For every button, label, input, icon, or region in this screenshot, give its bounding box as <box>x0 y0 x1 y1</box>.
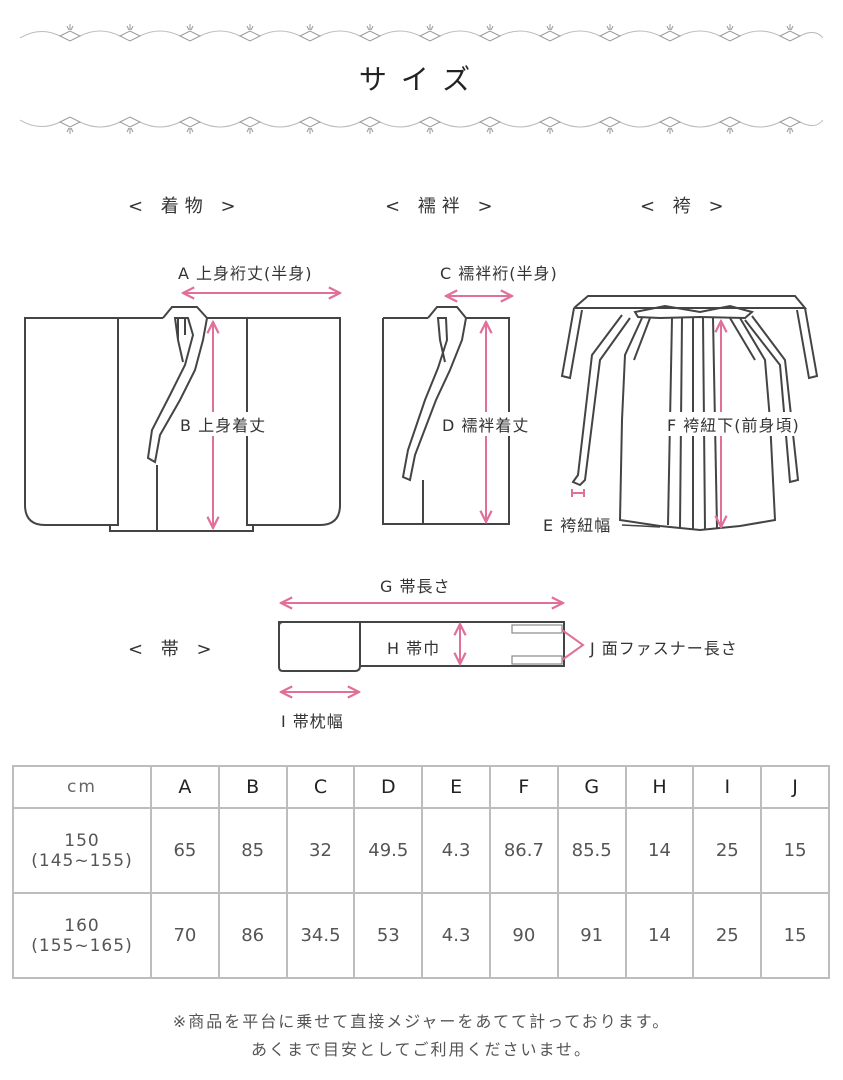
section-label-kimono: < 着物 > <box>128 196 242 217</box>
table-cell: 53 <box>353 892 424 979</box>
table-cell: 85.5 <box>556 807 627 894</box>
table-cell: 86 <box>217 892 288 979</box>
obi-diagram <box>278 621 565 672</box>
table-cell: 70 <box>150 892 220 979</box>
table-cell: 90 <box>488 892 559 979</box>
garment-diagrams <box>24 0 819 760</box>
table-row: 150 (145~155) 65 85 32 49.5 4.3 86.7 85.… <box>12 807 830 894</box>
table-cell: 86.7 <box>488 807 559 894</box>
section-label-juban: < 襦袢 > <box>385 196 499 217</box>
dimension-label-d: D 襦袢着丈 <box>440 412 532 436</box>
dimension-label-h: H 帯巾 <box>387 639 441 658</box>
section-label-hakama: < 袴 > <box>640 196 730 217</box>
dimension-label-c: C 襦袢裄(半身) <box>440 264 558 283</box>
table-cell: 4.3 <box>421 807 491 894</box>
size-table: cm A B C D E F G H I J 150 (145~155) 65 … <box>12 765 830 979</box>
table-header-row: cm A B C D E F G H I J <box>12 765 830 809</box>
table-col-header: C <box>285 765 356 809</box>
table-col-header: D <box>353 765 424 809</box>
juban-diagram <box>382 306 510 525</box>
ornament-divider-top <box>20 24 823 42</box>
table-row-size: 150 (145~155) <box>12 807 152 894</box>
dimension-label-a: A 上身裄丈(半身) <box>178 264 313 283</box>
table-col-header: H <box>624 765 695 809</box>
dimension-label-f: F 袴紐下(前身頃) <box>665 412 802 436</box>
measurement-note-line1: ※商品を平台に乗せて直接メジャーをあてて計っております。 <box>172 1012 671 1031</box>
dimension-label-i: I 帯枕幅 <box>281 712 344 731</box>
dimension-label-g: G 帯長さ <box>380 577 451 596</box>
table-cell: 65 <box>150 807 220 894</box>
size-value: 160 <box>64 915 100 936</box>
table-cell: 15 <box>760 892 830 979</box>
ornament-divider-bottom <box>20 116 823 134</box>
size-value: 150 <box>64 830 100 851</box>
kimono-diagram <box>24 306 341 532</box>
table-cell: 49.5 <box>353 807 424 894</box>
dimension-label-b: B 上身着丈 <box>178 412 269 436</box>
table-col-header: A <box>150 765 220 809</box>
table-row: 160 (155~165) 70 86 34.5 53 4.3 90 91 14… <box>12 892 830 979</box>
table-cell: 14 <box>624 807 695 894</box>
dimension-label-j: J 面ファスナー長さ <box>590 639 738 658</box>
table-cell: 91 <box>556 892 627 979</box>
dimension-label-e: E 袴紐幅 <box>541 512 614 536</box>
table-col-header: B <box>217 765 288 809</box>
table-cell: 85 <box>217 807 288 894</box>
table-col-header: J <box>760 765 830 809</box>
size-range: (145~155) <box>31 850 133 871</box>
table-cell: 34.5 <box>285 892 356 979</box>
table-cell: 25 <box>692 807 763 894</box>
table-col-header: E <box>421 765 491 809</box>
page-title: サイズ <box>358 63 485 96</box>
table-cell: 25 <box>692 892 763 979</box>
size-range: (155~165) <box>31 935 133 956</box>
table-col-header: F <box>488 765 559 809</box>
table-cell: 32 <box>285 807 356 894</box>
table-col-header: G <box>556 765 627 809</box>
table-row-size: 160 (155~165) <box>12 892 152 979</box>
table-cell: 15 <box>760 807 830 894</box>
measurement-note-line2: あくまで目安としてご利用くださいませ。 <box>250 1040 593 1059</box>
table-cell: 14 <box>624 892 695 979</box>
table-unit-header: cm <box>12 765 152 809</box>
section-label-obi: < 帯 > <box>128 639 218 660</box>
table-col-header: I <box>692 765 763 809</box>
table-cell: 4.3 <box>421 892 491 979</box>
